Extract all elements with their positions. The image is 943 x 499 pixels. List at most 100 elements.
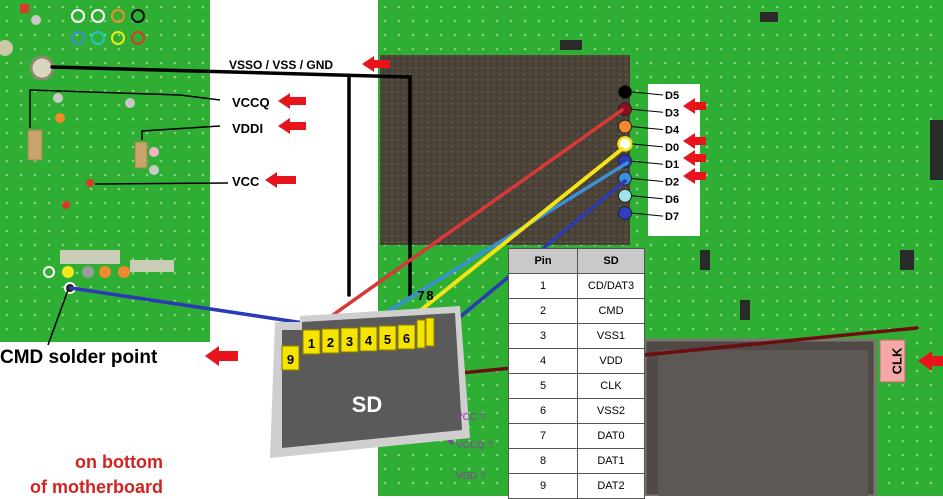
column-header-sd: SD: [577, 248, 645, 274]
sd-signal-cell: DAT1: [577, 448, 645, 474]
sd-pin-number-3: 3: [346, 334, 353, 349]
clk-arrow: [918, 351, 943, 371]
d1-arrow: [683, 150, 706, 166]
sd-pin-4: [359, 326, 378, 352]
data-pin-label-d5: D5: [665, 90, 679, 102]
vcc-question-label: VCC ?: [456, 412, 486, 423]
sd-pin-number-2: 2: [327, 335, 334, 350]
sd-signal-cell: VSS1: [577, 323, 645, 349]
pin-number-cell: 5: [508, 373, 578, 399]
sd-signal-cell: CLK: [577, 373, 645, 399]
data-pin-leader: [631, 108, 664, 113]
leader-lines: [29, 89, 229, 346]
bottom-note-line2: of motherboard: [30, 477, 163, 496]
data-pin-label-d0: D0: [665, 142, 679, 154]
cmd-wire: [69, 286, 332, 329]
clk-label: CLK: [889, 347, 904, 374]
data-pin-leader: [631, 195, 664, 200]
sd-pin-5: [378, 325, 397, 351]
data-pin-leader: [631, 160, 664, 165]
column-header-pin: Pin: [508, 248, 578, 274]
data-pin-leader: [631, 143, 664, 148]
sd-pin-number-8: 8: [426, 288, 433, 303]
data-pin-dot-d7: [618, 206, 632, 221]
vccq-leader: [29, 89, 221, 128]
pin-number-cell: 8: [508, 448, 578, 474]
bottom-note-line1: on bottom: [75, 452, 163, 472]
pin-number-cell: 7: [508, 423, 578, 449]
data-pin-dot-d6: [618, 188, 632, 203]
sd-card-label: SD: [352, 392, 383, 417]
gnd-wire: [50, 65, 412, 297]
sd-signal-cell: DAT0: [577, 423, 645, 449]
vddi-leader: [141, 125, 221, 140]
sd-pin-number-9: 9: [287, 352, 294, 367]
yellow-wire: [419, 147, 624, 312]
data-pin-label-d2: D2: [665, 177, 679, 189]
sd-pin-number-5: 5: [384, 332, 391, 347]
data-pin-leader: [631, 126, 664, 131]
vcc-label: VCC: [232, 174, 260, 189]
sd-pin-7: [416, 319, 426, 349]
data-pin-label-d7: D7: [665, 211, 679, 223]
emmc-chip: [380, 55, 630, 245]
sd-signal-cell: VDD: [577, 348, 645, 374]
data-pin-leader: [631, 212, 664, 217]
sd-signal-cell: CMD: [577, 298, 645, 324]
pin-number-cell: 2: [508, 298, 578, 324]
vccq-label: VCCQ: [232, 95, 270, 110]
table-header-row: Pin SD: [508, 248, 645, 274]
left-pcb-photo: [0, 0, 210, 342]
data-pin-label-d1: D1: [665, 159, 679, 171]
clk-tag: CLK: [879, 339, 906, 383]
pin-number-cell: 4: [508, 348, 578, 374]
sd-pin-1: [302, 329, 321, 355]
vcc-leader: [94, 182, 229, 185]
data-pin-leader: [631, 178, 664, 182]
vddi-arrow: [278, 118, 306, 134]
sd-signal-cell: VSS2: [577, 398, 645, 424]
pin-number-cell: 3: [508, 323, 578, 349]
sd-pin-8: [425, 317, 435, 347]
vccq-arrow: [278, 93, 306, 109]
d2-arrow: [683, 168, 706, 184]
vccq-question-label: VCCQ ?: [456, 440, 494, 451]
sd-pin-number-4: 4: [365, 333, 373, 348]
sd-pin-number-1: 1: [308, 336, 315, 351]
arrows: [205, 56, 943, 371]
red-wire: [314, 108, 624, 329]
sd-pin-9: [281, 345, 300, 371]
d0-arrow: [683, 133, 706, 149]
vdd-question-label: VDD ?: [456, 471, 486, 482]
cmd-arrow: [205, 346, 238, 366]
vcc-arrow: [265, 172, 296, 188]
cmd-leader: [47, 289, 69, 346]
data-pin-leader: [631, 91, 664, 96]
gnd-arrow: [362, 56, 390, 72]
pin-number-cell: 9: [508, 473, 578, 499]
sd-pin-3: [340, 327, 359, 353]
data-pin-label-d3: D3: [665, 107, 679, 119]
sd-pin-number-7: 7: [417, 288, 424, 303]
pin-number-cell: 1: [508, 273, 578, 299]
d3-arrow: [683, 98, 706, 114]
sd-signal-cell: CD/DAT3: [577, 273, 645, 299]
sd-pin-number-6: 6: [403, 331, 410, 346]
data-pin-label-d6: D6: [665, 194, 679, 206]
data-pin-label-d4: D4: [665, 125, 680, 137]
data-pin-dot-d4: [618, 119, 632, 134]
gnd-label: VSSO / VSS / GND: [229, 58, 333, 72]
